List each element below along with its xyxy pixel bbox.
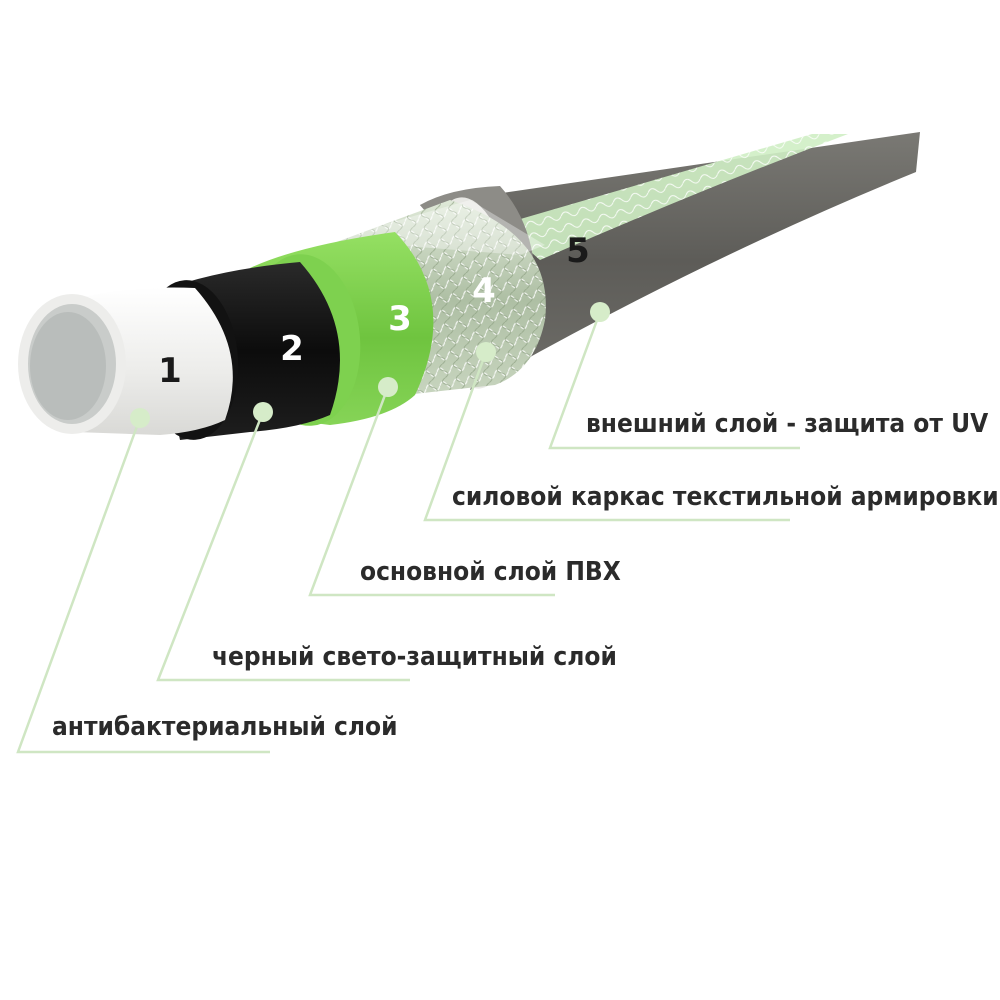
- marker-dot-4: [476, 342, 496, 362]
- leader-line-4: [423, 351, 790, 522]
- marker-dot-1: [130, 408, 150, 428]
- label-layer-3: основной слой ПВХ: [360, 557, 621, 587]
- marker-dot-2: [253, 402, 273, 422]
- leader-line-3: [308, 386, 555, 597]
- layer-number-4: 4: [472, 271, 496, 311]
- layer-number-2: 2: [280, 329, 304, 369]
- layer-number-1: 1: [158, 351, 182, 391]
- marker-dot-3: [378, 377, 398, 397]
- layer-number-5: 5: [566, 231, 590, 271]
- leader-line-1: [16, 417, 270, 754]
- marker-dot-5: [590, 302, 610, 322]
- label-layer-4: силовой каркас текстильной армировки: [452, 482, 999, 512]
- layer-number-3: 3: [388, 299, 412, 339]
- inner-layer: [18, 287, 233, 435]
- leader-line-5: [548, 311, 800, 450]
- label-layer-1: антибактериальный слой: [52, 712, 397, 742]
- leader-line-2: [156, 411, 410, 682]
- label-layer-2: черный свето-защитный слой: [212, 642, 617, 672]
- label-layer-5: внешний слой - защита от UV: [586, 409, 988, 439]
